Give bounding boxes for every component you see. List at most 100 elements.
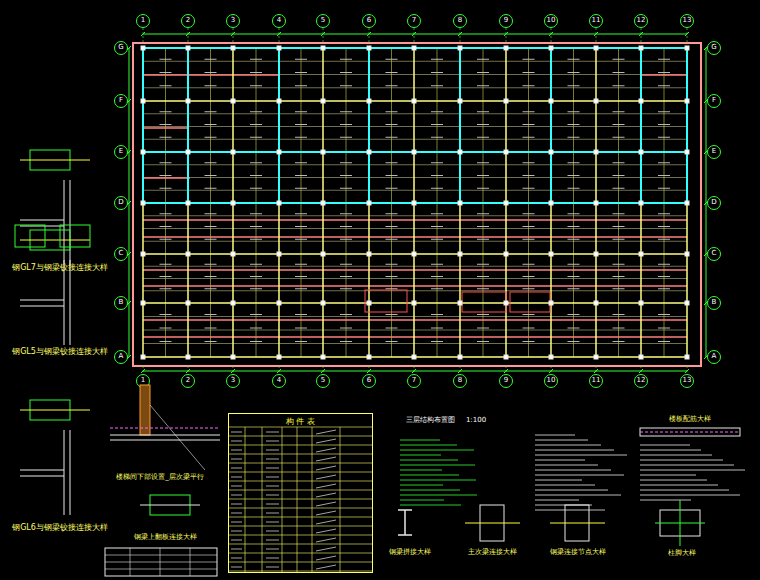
column-marker: [458, 150, 462, 154]
cyan-beam: [459, 48, 461, 203]
column-marker: [685, 150, 689, 154]
cell-mark: [316, 439, 336, 443]
column-marker: [321, 99, 325, 103]
axis-label: 4: [277, 17, 281, 25]
table-line: [228, 544, 373, 545]
axis-bubble: [115, 297, 128, 310]
axis-bubble: [273, 15, 286, 28]
axis-extension: [188, 366, 189, 374]
axis-label: 钢GL6与钢梁铰接连接大样: [12, 524, 108, 533]
secondary-beam: [143, 316, 687, 317]
table-line: [228, 436, 373, 437]
column-marker: [639, 301, 643, 305]
note-mark: [640, 495, 740, 496]
cell-mark: [231, 432, 242, 433]
axis-bubble: [454, 15, 467, 28]
column-marker: [594, 150, 598, 154]
schedule-table: [105, 548, 217, 576]
member-table: 构 件 表: [228, 413, 373, 573]
axis-label: C: [119, 250, 124, 258]
axis-extension: [233, 28, 234, 44]
column-marker: [186, 301, 190, 305]
beam-line: [465, 523, 520, 524]
table-line: [228, 427, 373, 428]
axis-extension: [414, 28, 415, 44]
column-marker: [186, 46, 190, 50]
note-mark: [400, 500, 444, 501]
axis-extension: [323, 28, 324, 44]
column-marker: [277, 252, 281, 256]
axis-label: 钢梁连接节点大样: [550, 549, 606, 557]
note-mark: [535, 480, 582, 481]
table-line: [228, 571, 373, 572]
note-mark: [400, 455, 441, 456]
rebar-line: [640, 432, 740, 433]
cell-mark: [266, 441, 279, 442]
axis-label: 5: [321, 377, 325, 385]
note-mark: [400, 445, 457, 446]
secondary-beam: [143, 87, 687, 88]
axis-extension: [414, 366, 415, 374]
rebar-line: [110, 428, 220, 429]
axis-extension: [369, 28, 370, 44]
axis-label: 9: [504, 377, 508, 385]
axis-bubble: [635, 15, 648, 28]
cell-mark: [316, 466, 336, 470]
note-mark: [535, 450, 614, 451]
table-line: [228, 526, 373, 527]
column-marker: [594, 99, 598, 103]
axis-label: F: [119, 97, 123, 105]
axis-extension: [687, 366, 688, 374]
axis-bubble: [317, 375, 330, 388]
cyan-beam: [640, 48, 642, 203]
column-marker: [231, 301, 235, 305]
table-line: [228, 454, 373, 455]
axis-label: 12: [637, 17, 646, 25]
note-mark: [640, 480, 707, 481]
column-marker: [231, 201, 235, 205]
axis-bubble: [708, 351, 721, 364]
table-line: [297, 427, 298, 573]
beam-line: [20, 300, 64, 301]
note-mark: [640, 450, 701, 451]
axis-label: 7: [412, 17, 416, 25]
column-marker: [594, 46, 598, 50]
cell-mark: [266, 540, 279, 541]
column-marker: [685, 46, 689, 50]
secondary-beam: [143, 215, 687, 216]
section-line: [20, 410, 90, 411]
pink-beam: [143, 269, 687, 271]
axis-bubble: [590, 15, 603, 28]
column-marker: [458, 301, 462, 305]
cell-mark: [316, 556, 336, 560]
note-mark: [535, 440, 588, 441]
note-mark: [535, 435, 575, 436]
column-marker: [141, 99, 145, 103]
column-marker: [277, 150, 281, 154]
note-mark: [400, 505, 461, 506]
axis-label: D: [711, 199, 716, 207]
axis-extension: [596, 366, 597, 374]
axis-label: 主次梁连接大样: [468, 549, 517, 557]
cell-mark: [266, 558, 279, 559]
column-marker: [504, 252, 508, 256]
cell-mark: [231, 513, 242, 514]
axis-extension: [279, 28, 280, 44]
cyan-beam: [550, 48, 552, 203]
axis-label: 楼板配筋大样: [669, 416, 711, 424]
note-mark: [400, 475, 459, 476]
beam-line: [20, 306, 64, 307]
column-line: [64, 260, 65, 345]
column-marker: [685, 301, 689, 305]
note-mark: [400, 460, 458, 461]
column-marker: [504, 46, 508, 50]
cell-mark: [316, 448, 336, 452]
axis-bubble: [681, 15, 694, 28]
column-marker: [231, 150, 235, 154]
column-marker: [458, 99, 462, 103]
axis-label: 楼梯间下部设置_层次梁平行: [116, 474, 204, 482]
cell-mark: [266, 549, 279, 550]
column-marker: [141, 201, 145, 205]
cell-mark: [316, 529, 336, 533]
